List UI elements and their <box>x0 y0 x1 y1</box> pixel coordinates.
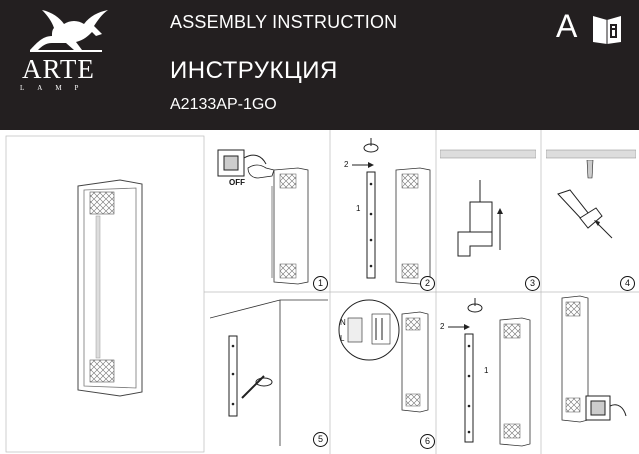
wall-corner <box>210 299 328 446</box>
griffin-logo-icon <box>30 10 108 52</box>
off-label: OFF <box>229 178 245 187</box>
mounting-bracket-icon <box>228 335 238 417</box>
mounting-bracket-icon <box>464 333 474 443</box>
screw-icon <box>448 324 470 330</box>
rotate-arrow-icon <box>467 298 483 313</box>
ceiling-hatch <box>546 149 636 159</box>
step-number-1: 1 <box>313 276 328 291</box>
lamp-product-drawing <box>77 179 143 397</box>
brand-subtitle: LAMP <box>20 84 92 92</box>
mounting-bracket-icon <box>366 171 376 279</box>
title-russian: ИНСТРУКЦИЯ <box>170 57 338 84</box>
rotate-arrow-icon <box>363 138 379 153</box>
model-number: A2133AP-1GO <box>170 96 277 113</box>
drill-icon <box>457 180 503 257</box>
step-number-3: 3 <box>525 276 540 291</box>
hammer-icon <box>557 189 613 239</box>
lamp-icon <box>499 317 531 447</box>
lamp-icon <box>401 311 429 413</box>
switch-box-icon <box>217 149 267 177</box>
step2-label-1: 1 <box>356 204 361 213</box>
step2-label-2: 2 <box>344 160 349 169</box>
lamp-icon <box>271 167 309 285</box>
step-number-5: 5 <box>313 432 328 447</box>
wire-n-label: N <box>340 318 346 327</box>
grid-lines <box>5 130 639 454</box>
step-number-2: 2 <box>420 276 435 291</box>
screwdriver-icon <box>241 375 273 399</box>
wire-l-label: L <box>340 334 345 343</box>
lamp-icon <box>395 167 431 285</box>
screw-icon <box>586 160 594 179</box>
wiring-detail-icon <box>338 299 400 361</box>
language-letter: A <box>556 8 578 44</box>
step-number-4: 4 <box>620 276 635 291</box>
instruction-grid: OFF 1 2 1 2 3 <box>0 130 639 454</box>
step-number-6: 6 <box>420 434 435 449</box>
screw-icon <box>352 162 374 168</box>
ceiling-hatch <box>440 149 536 159</box>
header-banner: ARTE LAMP ASSEMBLY INSTRUCTION ИНСТРУКЦИ… <box>0 0 639 130</box>
brand-name: ARTE <box>22 54 95 84</box>
switch-box-icon <box>585 395 627 421</box>
lamp-icon <box>561 295 589 423</box>
step7-label-1: 1 <box>484 366 489 375</box>
info-book-icon <box>593 16 621 44</box>
hand-icon <box>247 164 275 179</box>
title-english: ASSEMBLY INSTRUCTION <box>170 12 398 32</box>
step7-label-2: 2 <box>440 322 445 331</box>
